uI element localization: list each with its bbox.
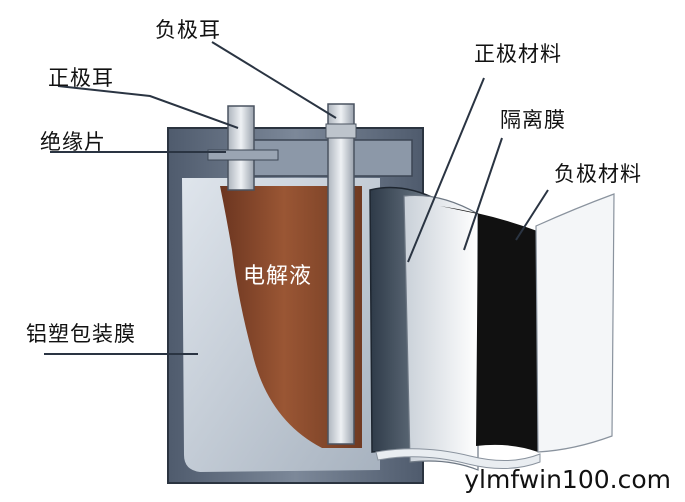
label-electrolyte: 电解液 [243, 264, 313, 289]
leader-separator [463, 137, 503, 251]
label-positive-material: 正极材料 [474, 42, 562, 66]
label-aluminum-plastic-film: 铝塑包装膜 [26, 322, 136, 346]
label-insulation-sheet: 绝缘片 [40, 130, 106, 154]
negative-tab [325, 103, 357, 445]
insulation-sheet [207, 149, 279, 161]
positive-tab [227, 105, 255, 191]
separator-layer [403, 194, 479, 471]
outer-separator-sheet [375, 193, 615, 470]
watermark-text: ylmfwin100.com [464, 465, 671, 494]
leader-negative-material [515, 189, 549, 241]
label-negative-tab: 负极耳 [155, 18, 221, 42]
electrolyte-region [220, 186, 362, 448]
leader-lines [44, 41, 549, 355]
label-negative-material: 负极材料 [554, 162, 642, 186]
label-positive-tab: 正极耳 [48, 66, 114, 90]
leader-negative-tab [211, 41, 337, 119]
label-separator: 隔离膜 [500, 108, 566, 132]
negative-material-layer [440, 206, 540, 452]
leader-positive-material [407, 77, 485, 263]
leader-positive-tab [57, 85, 239, 129]
